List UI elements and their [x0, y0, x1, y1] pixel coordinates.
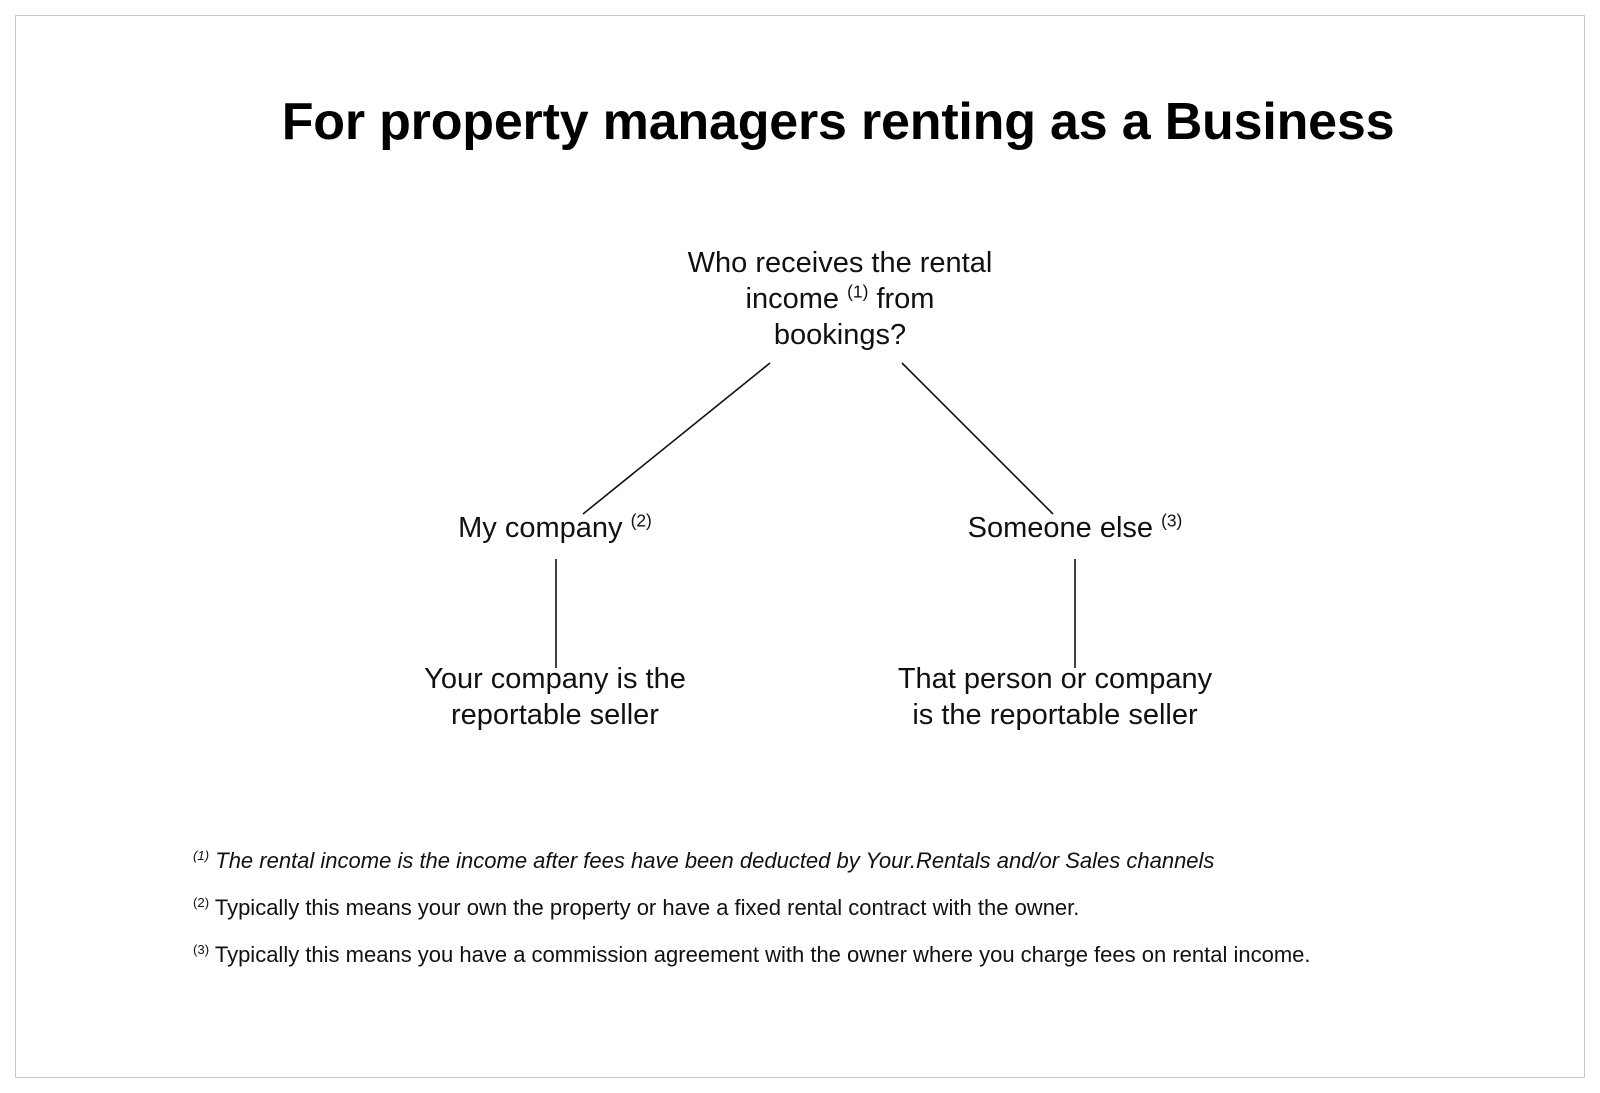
- footnote-2-marker: (2): [193, 895, 210, 911]
- question-from-word: from: [876, 283, 935, 315]
- question-node: Who receives the rental income (1) from …: [640, 245, 1040, 353]
- result-someone-else-line-2: is the reportable seller: [912, 699, 1198, 731]
- question-income-word: income: [745, 283, 840, 315]
- branch-my-company: My company (2): [400, 510, 710, 546]
- connector-root-to-right: [901, 362, 1054, 515]
- question-line-2: income (1) from: [640, 281, 1040, 317]
- branch-someone-else-label: Someone else: [967, 512, 1154, 544]
- footnote-1-text: The rental income is the income after fe…: [215, 848, 1215, 873]
- footnote-ref-1: (1): [847, 281, 869, 302]
- result-someone-else-line-1: That person or company: [897, 663, 1213, 695]
- footnote-3-marker: (3): [193, 942, 210, 958]
- branch-someone-else: Someone else (3): [920, 510, 1230, 546]
- result-someone-else: That person or company is the reportable…: [890, 661, 1220, 733]
- footnote-2-text: Typically this means your own the proper…: [214, 895, 1080, 920]
- footnote-ref-3: (3): [1161, 510, 1183, 531]
- question-line-3: bookings?: [773, 319, 907, 351]
- branch-my-company-label: My company: [458, 512, 623, 544]
- result-my-company: Your company is the reportable seller: [390, 661, 720, 733]
- footnote-3: (3) Typically this means you have a comm…: [193, 942, 1513, 968]
- footnote-2: (2) Typically this means your own the pr…: [193, 895, 1513, 921]
- footnote-1-marker: (1): [193, 848, 210, 864]
- footnotes: (1) The rental income is the income afte…: [193, 848, 1513, 989]
- diagram-title: For property managers renting as a Busin…: [281, 93, 1395, 151]
- connector-root-to-left: [582, 362, 771, 515]
- footnote-ref-2: (2): [630, 510, 652, 531]
- footnote-3-text: Typically this means you have a commissi…: [214, 942, 1311, 967]
- diagram-frame: [15, 15, 1585, 1078]
- result-my-company-line-1: Your company is the: [424, 663, 686, 695]
- footnote-1: (1) The rental income is the income afte…: [193, 848, 1513, 874]
- result-my-company-line-2: reportable seller: [451, 699, 659, 731]
- question-line-1: Who receives the rental: [687, 247, 993, 279]
